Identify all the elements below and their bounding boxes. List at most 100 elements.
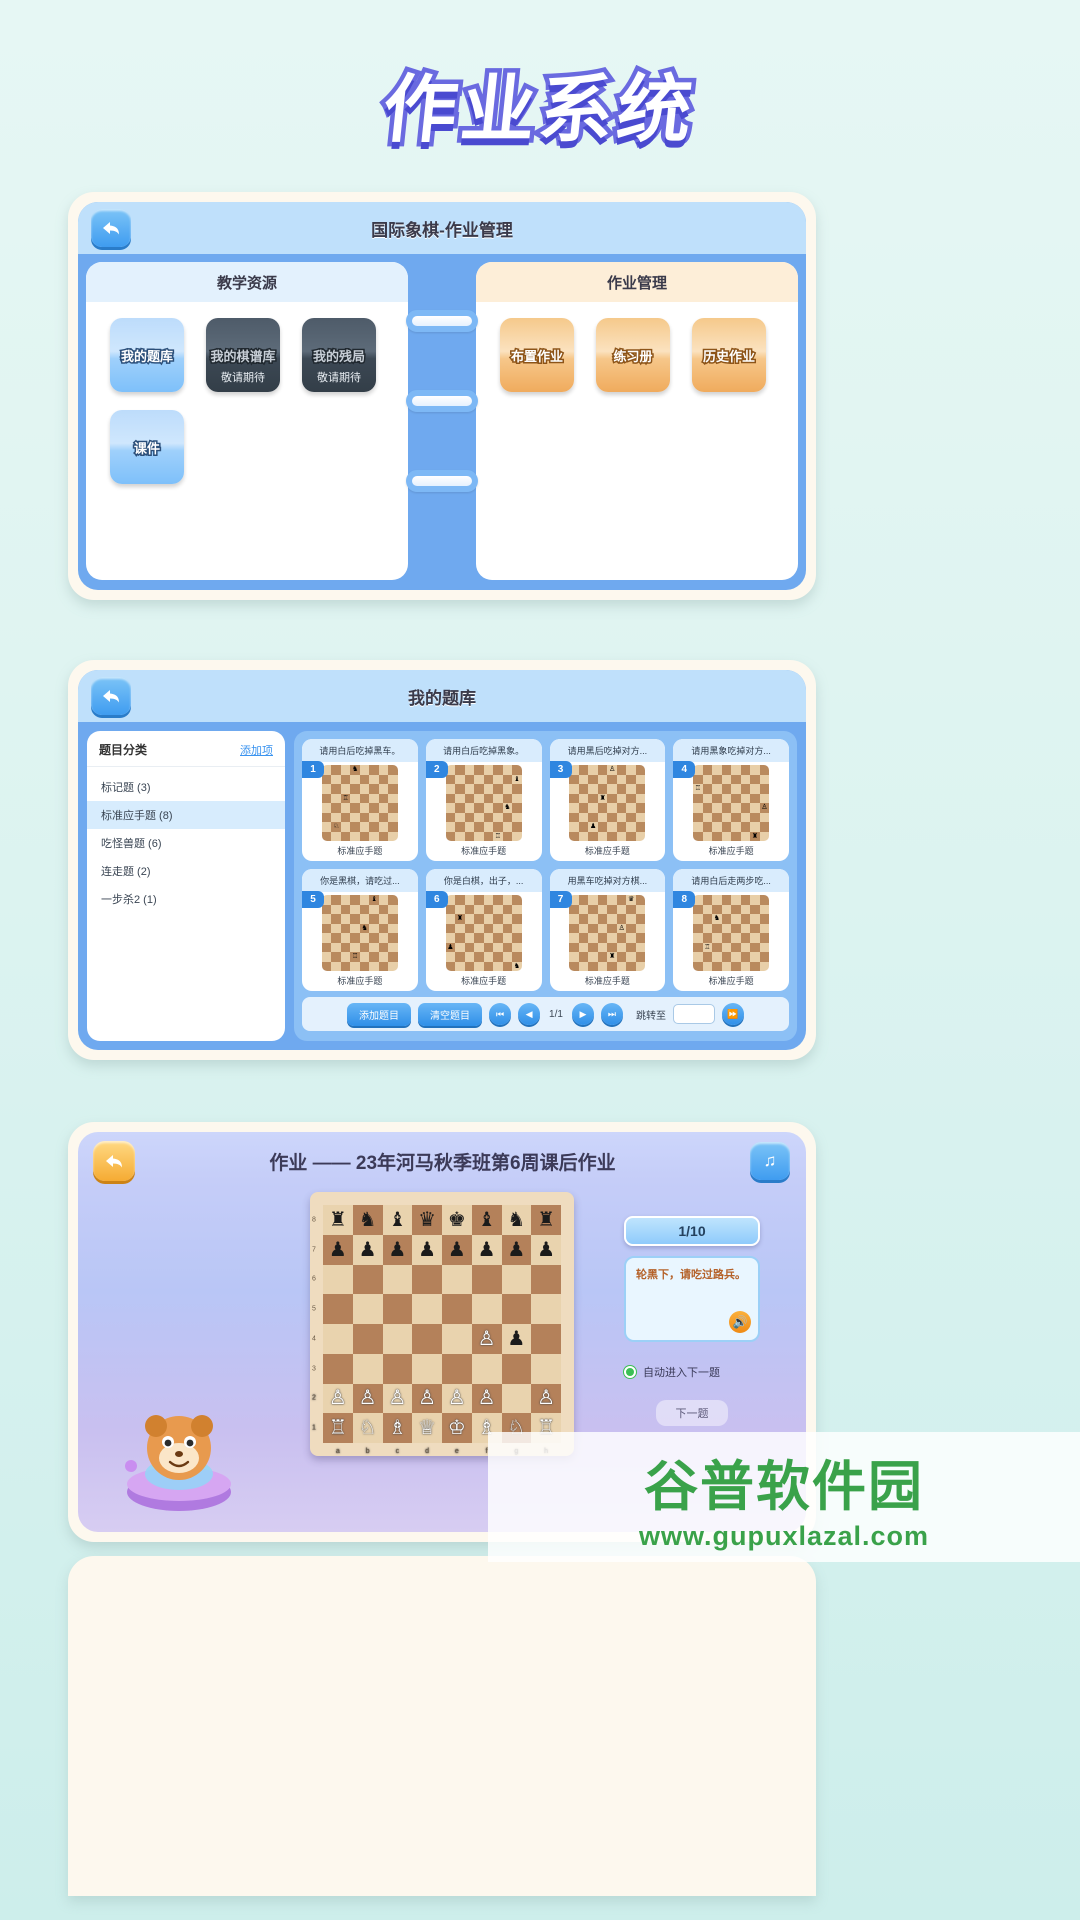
category-item-eat-monster[interactable]: 吃怪兽题 (6) — [101, 838, 162, 850]
board-square[interactable]: ♟ — [412, 1234, 442, 1265]
prev-icon[interactable]: ◀ — [518, 1003, 541, 1025]
tile-my-question-bank[interactable]: 我的题库 — [110, 318, 184, 392]
board-square[interactable] — [352, 1324, 383, 1354]
board-square[interactable] — [352, 1264, 383, 1295]
board-square[interactable] — [531, 1264, 561, 1295]
skip-last-icon[interactable]: ⏭ — [600, 1003, 623, 1025]
board-square[interactable]: 5 — [312, 1294, 353, 1324]
watermark-main-text: 谷普软件园 — [644, 1455, 924, 1518]
board-square[interactable]: ♝ — [382, 1205, 413, 1235]
board-square[interactable]: ♘b — [352, 1413, 383, 1455]
board-square[interactable] — [382, 1353, 413, 1384]
auto-next-row[interactable]: 自动进入下一题 — [624, 1364, 760, 1380]
puzzle-card[interactable]: 请用白后走两步吃...8♞♖标准应手题 — [673, 869, 789, 991]
board-square[interactable] — [531, 1294, 561, 1324]
category-item-mate-in-one-2[interactable]: 一步杀2 (1) — [101, 894, 157, 906]
clear-questions-button[interactable]: 清空题目 — [418, 1002, 483, 1026]
board-square[interactable]: ♟ — [442, 1234, 472, 1265]
tile-workbook[interactable]: 练习册 — [596, 318, 670, 392]
board-square[interactable]: ♞ — [352, 1205, 383, 1235]
add-question-button[interactable]: 添加题目 — [347, 1002, 412, 1026]
board-square[interactable] — [382, 1264, 413, 1295]
category-item-standard-response[interactable]: 标准应手题 (8) — [87, 801, 285, 829]
board-square[interactable] — [442, 1324, 472, 1354]
add-category-link[interactable]: 添加项 — [240, 744, 273, 757]
board-square[interactable]: ♝ — [471, 1205, 502, 1235]
back-arrow-icon[interactable] — [91, 209, 131, 247]
tile-my-game-library[interactable]: 我的棋谱库 敬请期待 — [206, 318, 280, 392]
board-square[interactable] — [412, 1324, 442, 1354]
board-square[interactable]: ♞ — [501, 1205, 532, 1235]
tile-my-endgames[interactable]: 我的残局 敬请期待 — [302, 318, 376, 392]
board-square[interactable] — [412, 1264, 442, 1295]
board-square[interactable] — [412, 1294, 442, 1324]
board-square[interactable]: ♙ — [382, 1383, 413, 1414]
board-square[interactable]: 4 — [312, 1324, 353, 1354]
music-note-icon[interactable]: ♫ — [750, 1142, 790, 1180]
board-square[interactable] — [382, 1294, 413, 1324]
jump-to-input[interactable] — [672, 1004, 715, 1024]
board-square[interactable]: ♟ — [471, 1234, 502, 1265]
board-square[interactable] — [471, 1353, 502, 1384]
board-square[interactable]: 6 — [312, 1264, 353, 1295]
auto-next-toggle[interactable] — [624, 1366, 636, 1378]
skip-first-icon[interactable]: ⏮ — [489, 1003, 512, 1025]
back-arrow-icon[interactable] — [93, 1141, 135, 1181]
board-square[interactable]: ♙ — [471, 1324, 502, 1354]
board-square[interactable] — [471, 1264, 502, 1295]
board-square[interactable]: 3 — [312, 1353, 353, 1384]
board-square[interactable]: ♜8 — [312, 1205, 353, 1235]
board-square[interactable]: ♟ — [501, 1234, 532, 1265]
category-item-marked[interactable]: 标记题 (3) — [101, 782, 151, 794]
board-square[interactable] — [352, 1353, 383, 1384]
board-square[interactable]: ♚ — [442, 1205, 472, 1235]
board-square[interactable]: ♙ — [412, 1383, 442, 1414]
board-square[interactable]: ♟ — [382, 1234, 413, 1265]
board-square[interactable] — [471, 1294, 502, 1324]
board-square[interactable]: ♟ — [352, 1234, 383, 1265]
puzzle-card[interactable]: 请用白后吃掉黑车。1♞♖♘标准应手题 — [302, 739, 418, 861]
board-square[interactable]: ♔e — [442, 1413, 472, 1455]
board-square[interactable] — [501, 1383, 532, 1414]
board-square[interactable]: ♕d — [412, 1413, 442, 1455]
puzzle-card[interactable]: 你是黑棋，请吃过...5♝♞♖标准应手题 — [302, 869, 418, 991]
board-square[interactable] — [442, 1264, 472, 1295]
board-square[interactable] — [531, 1353, 561, 1384]
board-square[interactable] — [531, 1324, 561, 1354]
tile-history-homework[interactable]: 历史作业 — [692, 318, 766, 392]
board-square[interactable]: ♙2 — [312, 1383, 353, 1414]
tile-assign-homework[interactable]: 布置作业 — [500, 318, 574, 392]
board-square[interactable] — [501, 1294, 532, 1324]
board-square[interactable] — [352, 1294, 383, 1324]
board-square[interactable]: ♜ — [531, 1205, 561, 1235]
puzzle-card[interactable]: 请用白后吃掉黑象。2♝♞♖标准应手题 — [425, 739, 542, 861]
puzzle-card[interactable]: 用黑车吃掉对方棋...7♛♙♜标准应手题 — [549, 869, 666, 991]
board-square[interactable] — [442, 1353, 472, 1384]
board-square[interactable] — [442, 1294, 472, 1324]
puzzle-card[interactable]: 你是白棋，出子，...6♜♟♞标准应手题 — [425, 869, 542, 991]
fast-forward-icon[interactable]: ⏩ — [721, 1003, 744, 1025]
board-square[interactable]: ♙ — [471, 1383, 502, 1414]
puzzle-card[interactable]: 请用黑象吃掉对方...4♖♙♜标准应手题 — [673, 739, 789, 861]
board-square[interactable]: ♛ — [412, 1205, 442, 1235]
board-square[interactable]: ♙ — [531, 1383, 561, 1414]
next-question-button[interactable]: 下一题 — [656, 1400, 728, 1426]
tile-courseware[interactable]: 课件 — [110, 410, 184, 484]
board-square[interactable] — [412, 1353, 442, 1384]
board-square[interactable]: ♙ — [442, 1383, 472, 1414]
board-square[interactable]: ♙ — [352, 1383, 383, 1414]
back-arrow-icon[interactable] — [91, 677, 131, 715]
board-square[interactable]: ♗c — [382, 1413, 413, 1455]
speaker-icon[interactable]: 🔊 — [729, 1311, 751, 1333]
next-icon[interactable]: ▶ — [571, 1003, 594, 1025]
puzzle-card[interactable]: 请用黑后吃掉对方...3♙♜♟标准应手题 — [549, 739, 666, 861]
board-square[interactable] — [501, 1353, 532, 1384]
board-square[interactable] — [382, 1324, 413, 1354]
board-square[interactable]: ♟ — [531, 1234, 561, 1265]
board-square[interactable] — [501, 1264, 532, 1295]
board-square[interactable]: ♟7 — [312, 1234, 353, 1265]
category-item-consecutive-moves[interactable]: 连走题 (2) — [101, 866, 151, 878]
board-square[interactable]: ♟ — [501, 1324, 532, 1354]
